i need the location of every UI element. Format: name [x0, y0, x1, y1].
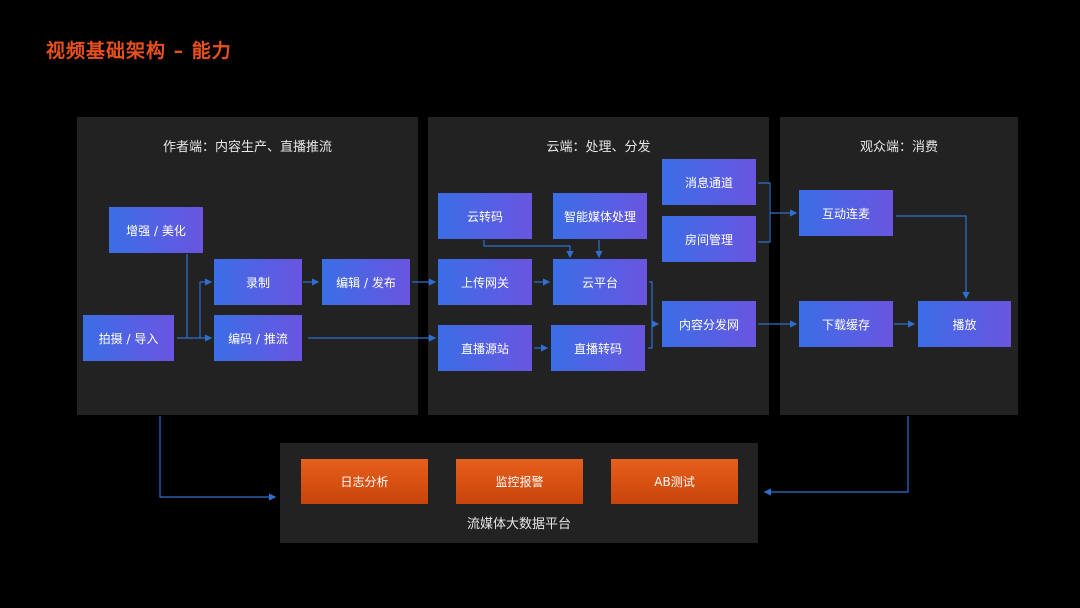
node-record: 录制 — [214, 259, 302, 305]
arrow-to-record — [199, 278, 213, 338]
node-room-management: 房间管理 — [662, 216, 756, 262]
node-interactive-mic: 互动连麦 — [799, 190, 893, 236]
node-encode-push: 编码 / 推流 — [214, 315, 302, 361]
viewer-panel-title: 观众端：消费 — [859, 140, 938, 155]
arrow-livetranscode-cdn — [648, 324, 653, 349]
node-capture-import: 拍摄 / 导入 — [83, 315, 174, 361]
arrow-transcode-platform — [483, 240, 574, 259]
viewer-panel: 观众端：消费 — [780, 117, 1018, 415]
node-cdn: 内容分发网 — [662, 301, 756, 347]
node-play: 播放 — [918, 301, 1011, 347]
node-smart-media: 智能媒体处理 — [553, 193, 647, 239]
node-live-source: 直播源站 — [438, 325, 532, 371]
node-cloud-platform: 云平台 — [553, 259, 647, 305]
arrow-interact-play — [896, 215, 970, 300]
node-enhance: 增强 / 美化 — [109, 207, 203, 253]
node-edit-publish: 编辑 / 发布 — [322, 259, 410, 305]
arrow-platform-cdn — [649, 281, 660, 328]
arrow-author-bigdata — [159, 416, 277, 501]
node-log-analysis: 日志分析 — [301, 459, 428, 504]
arrow-viewer-bigdata — [763, 416, 909, 496]
node-upload-gateway: 上传网关 — [438, 259, 532, 305]
node-download-cache: 下载缓存 — [799, 301, 893, 347]
bigdata-platform-label: 流媒体大数据平台 — [466, 517, 571, 532]
node-ab-test: AB测试 — [611, 459, 738, 504]
node-cloud-transcode: 云转码 — [438, 193, 532, 239]
node-live-transcode: 直播转码 — [551, 325, 645, 371]
node-monitor-alert: 监控报警 — [456, 459, 583, 504]
arrow-message-room-bracket — [758, 182, 771, 243]
author-panel-title: 作者端：内容生产、直播推流 — [162, 140, 332, 155]
node-message-channel: 消息通道 — [662, 159, 756, 205]
cloud-panel-title: 云端：处理、分发 — [546, 140, 651, 155]
page-title: 视频基础架构 – 能力 — [46, 40, 232, 62]
